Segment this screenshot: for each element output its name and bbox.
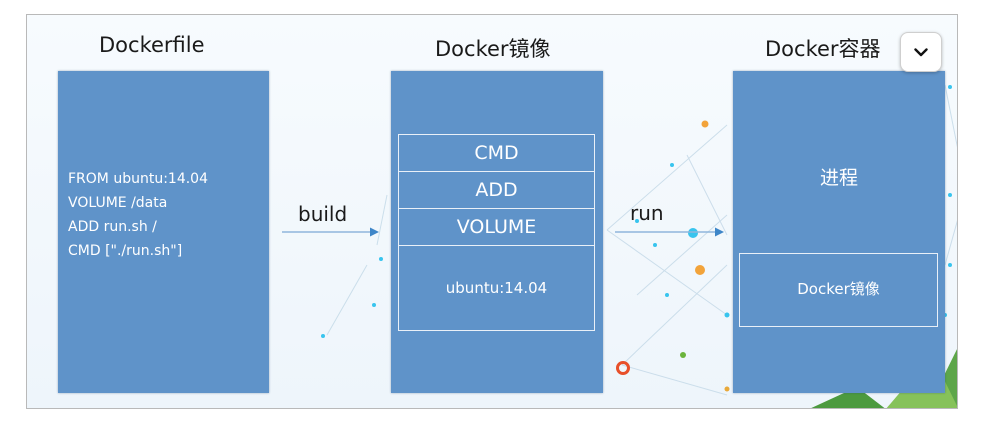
image-layer-cmd: CMD — [399, 135, 594, 172]
run-label: run — [630, 201, 664, 225]
process-label: 进程 — [819, 167, 858, 189]
build-arrow-head — [370, 227, 379, 237]
docker-image-box: CMD ADD VOLUME ubuntu:14.04 — [391, 71, 603, 393]
dockerfile-heading: Dockerfile — [99, 33, 205, 57]
diagram-frame: Dockerfile Docker镜像 Docker容器 FROM ubuntu… — [26, 14, 958, 409]
build-label: build — [298, 202, 348, 226]
dockerfile-line: CMD ["./run.sh"] — [68, 243, 183, 259]
docker-image-heading: Docker镜像 — [435, 37, 551, 61]
dockerfile-line: ADD run.sh / — [68, 219, 157, 235]
dockerfile-box: FROM ubuntu:14.04 VOLUME /data ADD run.s… — [58, 71, 269, 393]
image-layer-volume: VOLUME — [399, 209, 594, 246]
container-image-box: Docker镜像 — [739, 253, 938, 327]
dockerfile-line: VOLUME /data — [68, 195, 168, 211]
image-layer-stack: CMD ADD VOLUME ubuntu:14.04 — [398, 134, 595, 331]
docker-container-box: 进程 Docker镜像 — [733, 71, 945, 393]
collapse-button[interactable] — [900, 32, 942, 72]
docker-container-heading: Docker容器 — [765, 37, 881, 61]
run-arrow-head — [715, 227, 724, 237]
dockerfile-content: FROM ubuntu:14.04 VOLUME /data ADD run.s… — [68, 167, 208, 263]
image-layer-add: ADD — [399, 172, 594, 209]
chevron-down-icon — [914, 47, 928, 56]
dockerfile-line: FROM ubuntu:14.04 — [68, 171, 208, 187]
orange-ring-node — [616, 361, 630, 375]
image-layer-base: ubuntu:14.04 — [445, 279, 548, 297]
